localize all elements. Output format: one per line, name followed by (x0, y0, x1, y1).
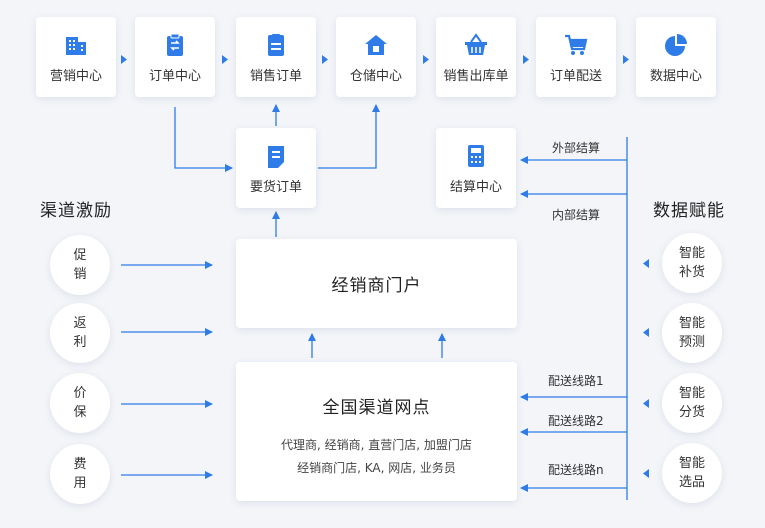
pie-chart-icon (665, 33, 687, 56)
circle-label-line2: 利 (73, 335, 87, 350)
incentive-rebate[interactable]: 返 利 (50, 303, 110, 363)
module-label: 数据中心 (649, 68, 702, 84)
module-label: 订单中心 (148, 68, 201, 84)
module-sales-outbound[interactable]: 销售出库单 (436, 17, 516, 97)
module-label: 要货订单 (249, 179, 302, 195)
incentive-expense[interactable]: 费 用 (50, 444, 110, 504)
channel-network-box[interactable]: 全国渠道网点 代理商, 经销商, 直营门店, 加盟门店 经销商门店, KA, 网… (236, 362, 517, 501)
delivery-route-1-label: 配送线路1 (548, 374, 604, 388)
channel-network-title: 全国渠道网点 (322, 398, 431, 418)
module-marketing-center[interactable]: 营销中心 (36, 17, 116, 97)
module-purchase-order[interactable]: 要货订单 (236, 128, 316, 208)
edit-document-icon (268, 145, 284, 168)
data-smart-forecast[interactable]: 智能 预测 (662, 303, 722, 363)
module-order-center[interactable]: 订单中心 (135, 17, 215, 97)
data-smart-replenishment[interactable]: 智能 补货 (662, 233, 722, 293)
circle-label-line2: 分货 (678, 405, 705, 420)
circle-label-line1: 智能 (678, 386, 705, 401)
circle-label-line2: 预测 (678, 335, 705, 350)
house-icon (365, 34, 387, 55)
module-label: 销售订单 (249, 68, 302, 84)
dealer-portal-box[interactable]: 经销商门户 (236, 239, 517, 328)
circle-label-line2: 选品 (678, 475, 705, 490)
circle-label-line1: 费 (73, 457, 87, 472)
circle-label-line1: 价 (73, 386, 87, 401)
delivery-route-n-label: 配送线路n (548, 463, 604, 477)
data-enablement-arrows (643, 259, 649, 478)
cart-icon (565, 34, 588, 55)
module-label: 营销中心 (49, 68, 102, 84)
external-settlement-label: 外部结算 (552, 141, 601, 155)
circle-label-line1: 促 (73, 248, 87, 263)
circle-label-line1: 返 (73, 316, 87, 331)
circle-label-line2: 保 (73, 405, 87, 420)
incentive-promotion[interactable]: 促 销 (50, 235, 110, 295)
module-label: 销售出库单 (443, 68, 509, 84)
channel-network-line2: 经销商门店, KA, 网店, 业务员 (297, 461, 456, 475)
module-settlement-center[interactable]: 结算中心 (436, 128, 516, 208)
circle-label-line1: 智能 (678, 246, 705, 261)
channel-network-line1: 代理商, 经销商, 直营门店, 加盟门店 (281, 438, 472, 452)
dealer-portal-title: 经销商门户 (331, 276, 422, 296)
module-data-center[interactable]: 数据中心 (636, 17, 716, 97)
basket-icon (465, 32, 487, 55)
circle-label-line2: 用 (73, 476, 87, 491)
incentive-price-protection[interactable]: 价 保 (50, 373, 110, 433)
building-icon (66, 36, 86, 55)
internal-settlement-label: 内部结算 (552, 208, 601, 222)
clipboard-icon (167, 33, 183, 56)
circle-label-line1: 智能 (678, 456, 705, 471)
circle-label-line2: 销 (73, 267, 87, 282)
channel-incentive-title: 渠道激励 (40, 201, 112, 221)
module-label: 结算中心 (449, 179, 502, 195)
module-warehouse-center[interactable]: 仓储中心 (336, 17, 416, 97)
data-smart-allocation[interactable]: 智能 分货 (662, 373, 722, 433)
calculator-icon (468, 144, 484, 167)
data-enablement-title: 数据赋能 (653, 201, 725, 221)
top-flow-arrows (121, 55, 629, 64)
module-label: 仓储中心 (349, 68, 402, 84)
circle-label-line2: 补货 (678, 265, 705, 280)
document-icon (268, 33, 284, 56)
module-sales-order[interactable]: 销售订单 (236, 17, 316, 97)
circle-label-line1: 智能 (678, 316, 705, 331)
data-smart-selection[interactable]: 智能 选品 (662, 443, 722, 503)
module-order-delivery[interactable]: 订单配送 (536, 17, 616, 97)
delivery-route-2-label: 配送线路2 (548, 414, 604, 428)
module-label: 订单配送 (549, 68, 602, 84)
